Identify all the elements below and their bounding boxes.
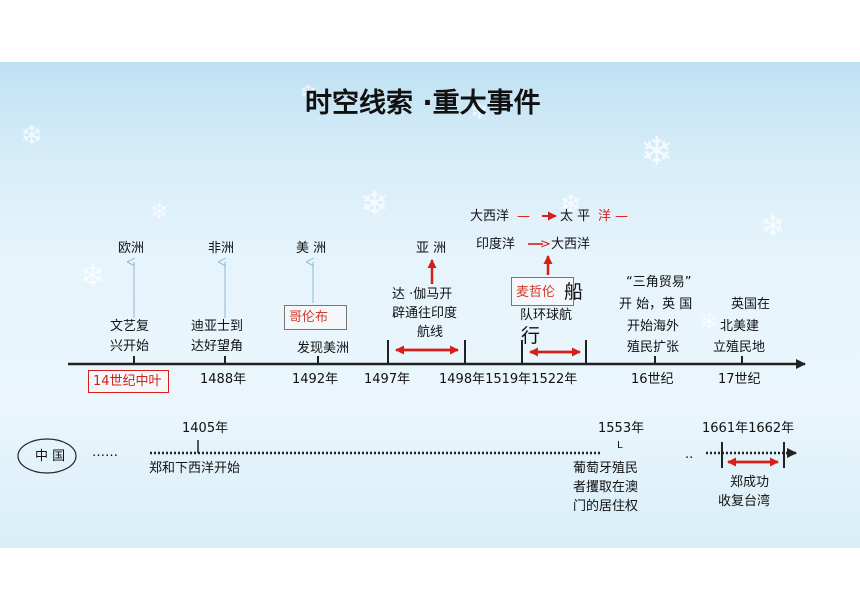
snowflake-icon: ❄ [20, 119, 44, 152]
china-event-zheng-he: 郑和下西洋开始 [149, 461, 241, 476]
china-leading-dots: …… [92, 445, 118, 460]
china-date-1553: 1553年 [598, 421, 645, 436]
date-16th-century: 16世纪 [631, 372, 674, 387]
route-1-mid: 太 平 [560, 209, 591, 224]
date-14th-century: 14世纪中叶 [88, 370, 169, 393]
china-event-portugal-line1: 葡萄牙殖民 [573, 461, 639, 476]
event-england-line2: 北美建 [720, 319, 760, 334]
china-date-1405: 1405年 [182, 421, 229, 436]
snowflake-icon: ❄ [360, 184, 389, 224]
event-triangle-line2: 开 始，英 国 [619, 297, 693, 312]
date-1497: 1497年 [364, 372, 411, 387]
route-1-dash-2: — [615, 209, 628, 224]
continent-africa: 非洲 [208, 241, 235, 256]
event-england-line3: 立殖民地 [713, 340, 766, 355]
snowflake-icon: ❄ [700, 310, 719, 335]
china-event-portugal-line2: 者攫取在澳 [573, 480, 639, 495]
event-gama-line1: 达 ·伽马开 [392, 287, 453, 302]
page-title: 时空线索 ·重大事件 [305, 88, 541, 119]
event-magellan-line2: 行 [521, 325, 541, 347]
snowflake-icon: ❄ [640, 129, 674, 175]
event-renaissance-line2: 兴开始 [110, 339, 150, 354]
label-columbus: 哥伦布 [284, 305, 348, 330]
snowflake-icon: ❄ [560, 190, 582, 220]
route-2-start: 印度洋 [476, 237, 516, 252]
event-magellan-ship: 船 [564, 281, 584, 303]
continent-europe: 欧洲 [118, 241, 145, 256]
china-event-zcg-line1: 郑成功 [730, 475, 770, 490]
snowflake-icon: ❄ [470, 100, 489, 125]
continent-america: 美 洲 [296, 241, 327, 256]
route-2-arrowhead: > [540, 237, 551, 252]
event-magellan-line1: 队环球航 [520, 308, 573, 323]
date-1492: 1492年 [292, 372, 339, 387]
china-mark: L [617, 440, 623, 451]
event-england-line1: 英国在 [731, 297, 771, 312]
continent-asia: 亚 洲 [416, 241, 447, 256]
route-2-end: 大西洋 [551, 237, 591, 252]
china-label: 中 国 [35, 449, 66, 464]
event-dias-line2: 达好望角 [191, 339, 244, 354]
route-1-dash: — [517, 209, 530, 224]
route-1-start: 大西洋 [470, 209, 510, 224]
china-date-1661-1662: 1661年1662年 [702, 421, 795, 436]
snowflake-icon: ❄ [300, 80, 317, 104]
event-triangle-line4: 殖民扩张 [627, 340, 680, 355]
china-event-portugal-line3: 门的居住权 [573, 499, 639, 514]
event-renaissance-line1: 文艺复 [110, 319, 150, 334]
date-1498-1519-1522: 1498年1519年1522年 [439, 372, 578, 387]
china-oval [17, 438, 77, 474]
date-1488: 1488年 [200, 372, 247, 387]
event-gama-line2: 辟通往印度 [392, 306, 458, 321]
snowflake-icon: ❄ [760, 209, 786, 244]
event-dias-line1: 迪亚士到 [191, 319, 244, 334]
china-event-zcg-line2: 收复台湾 [718, 494, 771, 509]
event-columbus: 发现美洲 [297, 341, 350, 356]
label-magellan: 麦哲伦 [511, 277, 575, 306]
snowflake-icon: ❄ [80, 259, 106, 294]
snowflake-icon: ❄ [150, 200, 169, 225]
event-gama-line3: 航线 [417, 325, 444, 340]
china-dots-2: .. [685, 447, 694, 462]
slide-background: ❄ ❄ ❄ ❄ ❄ ❄ ❄ ❄ ❄ ❄ [0, 62, 860, 548]
date-17th-century: 17世纪 [718, 372, 761, 387]
route-1-end: 洋 [598, 209, 612, 224]
event-triangle-line3: 开始海外 [627, 319, 680, 334]
event-triangle-line1: “三角贸易” [626, 275, 692, 290]
